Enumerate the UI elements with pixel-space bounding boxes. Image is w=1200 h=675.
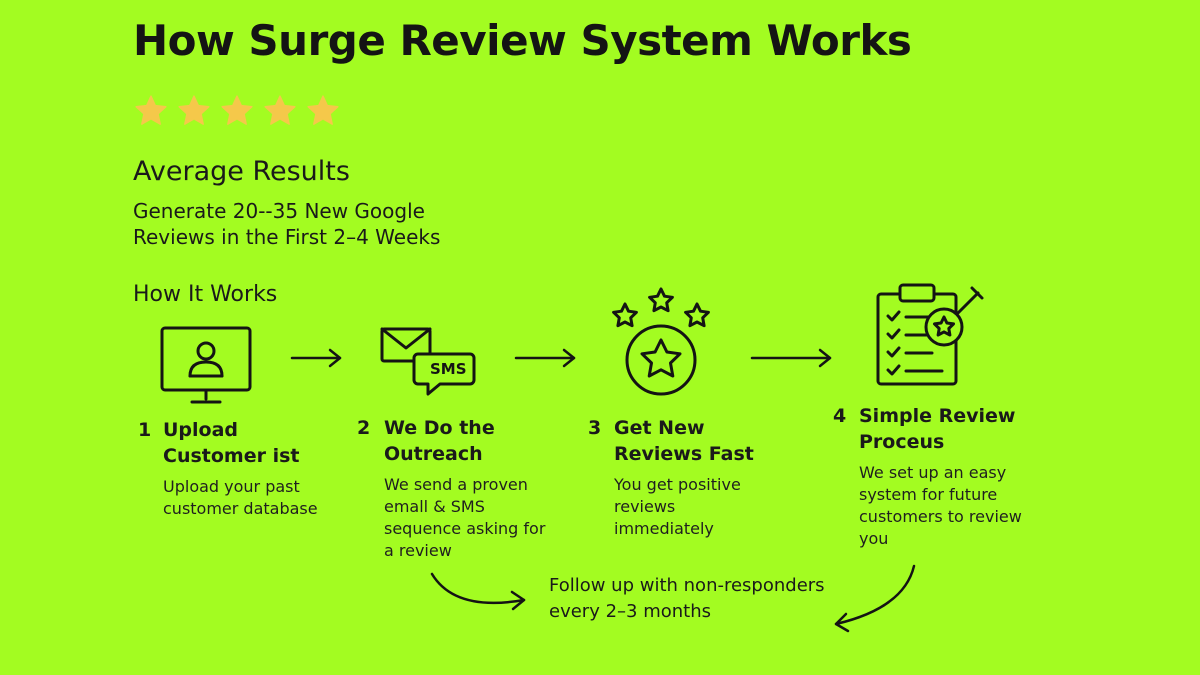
how-it-works-heading: How It Works [133, 282, 278, 307]
followup-note: Follow up with non-responders every 2–3 … [549, 575, 825, 622]
stars-badge-icon [606, 286, 716, 402]
step-description: We send a proven emall & SMS sequence as… [384, 475, 546, 560]
curved-arrow-icon [834, 564, 916, 633]
curved-arrow-icon [430, 572, 526, 611]
arrow-right-icon [290, 348, 342, 368]
step-title: We Do the Outreach [384, 417, 495, 465]
step-title: Simple Review Proceus [859, 405, 1016, 453]
step-description: We set up an easy system for future cust… [859, 463, 1022, 548]
step-number: 1 [138, 419, 152, 441]
step-number: 2 [357, 417, 371, 439]
star-icon [264, 95, 296, 125]
monitor-user-icon [160, 326, 252, 412]
email-sms-icon: SMS [380, 326, 476, 400]
step-title: Upload Customer ist [163, 419, 300, 467]
page-title: How Surge Review System Works [133, 16, 912, 65]
star-icon [307, 95, 339, 125]
arrow-right-icon [750, 348, 832, 368]
average-results-heading: Average Results [133, 156, 350, 187]
arrow-right-icon [514, 348, 576, 368]
step-title: Get New Reviews Fast [614, 417, 754, 465]
sms-label: SMS [430, 360, 467, 378]
step-number: 3 [588, 417, 602, 439]
star-rating [134, 94, 340, 128]
star-icon [221, 95, 253, 125]
step-description: You get positive reviews immediately [614, 475, 741, 538]
step-description: Upload your past customer database [163, 477, 318, 518]
average-results-text: Generate 20--35 New Google Reviews in th… [133, 199, 441, 249]
step-number: 4 [833, 405, 847, 427]
star-icon [135, 95, 167, 125]
clipboard-review-icon [876, 282, 988, 392]
star-icon [178, 95, 210, 125]
